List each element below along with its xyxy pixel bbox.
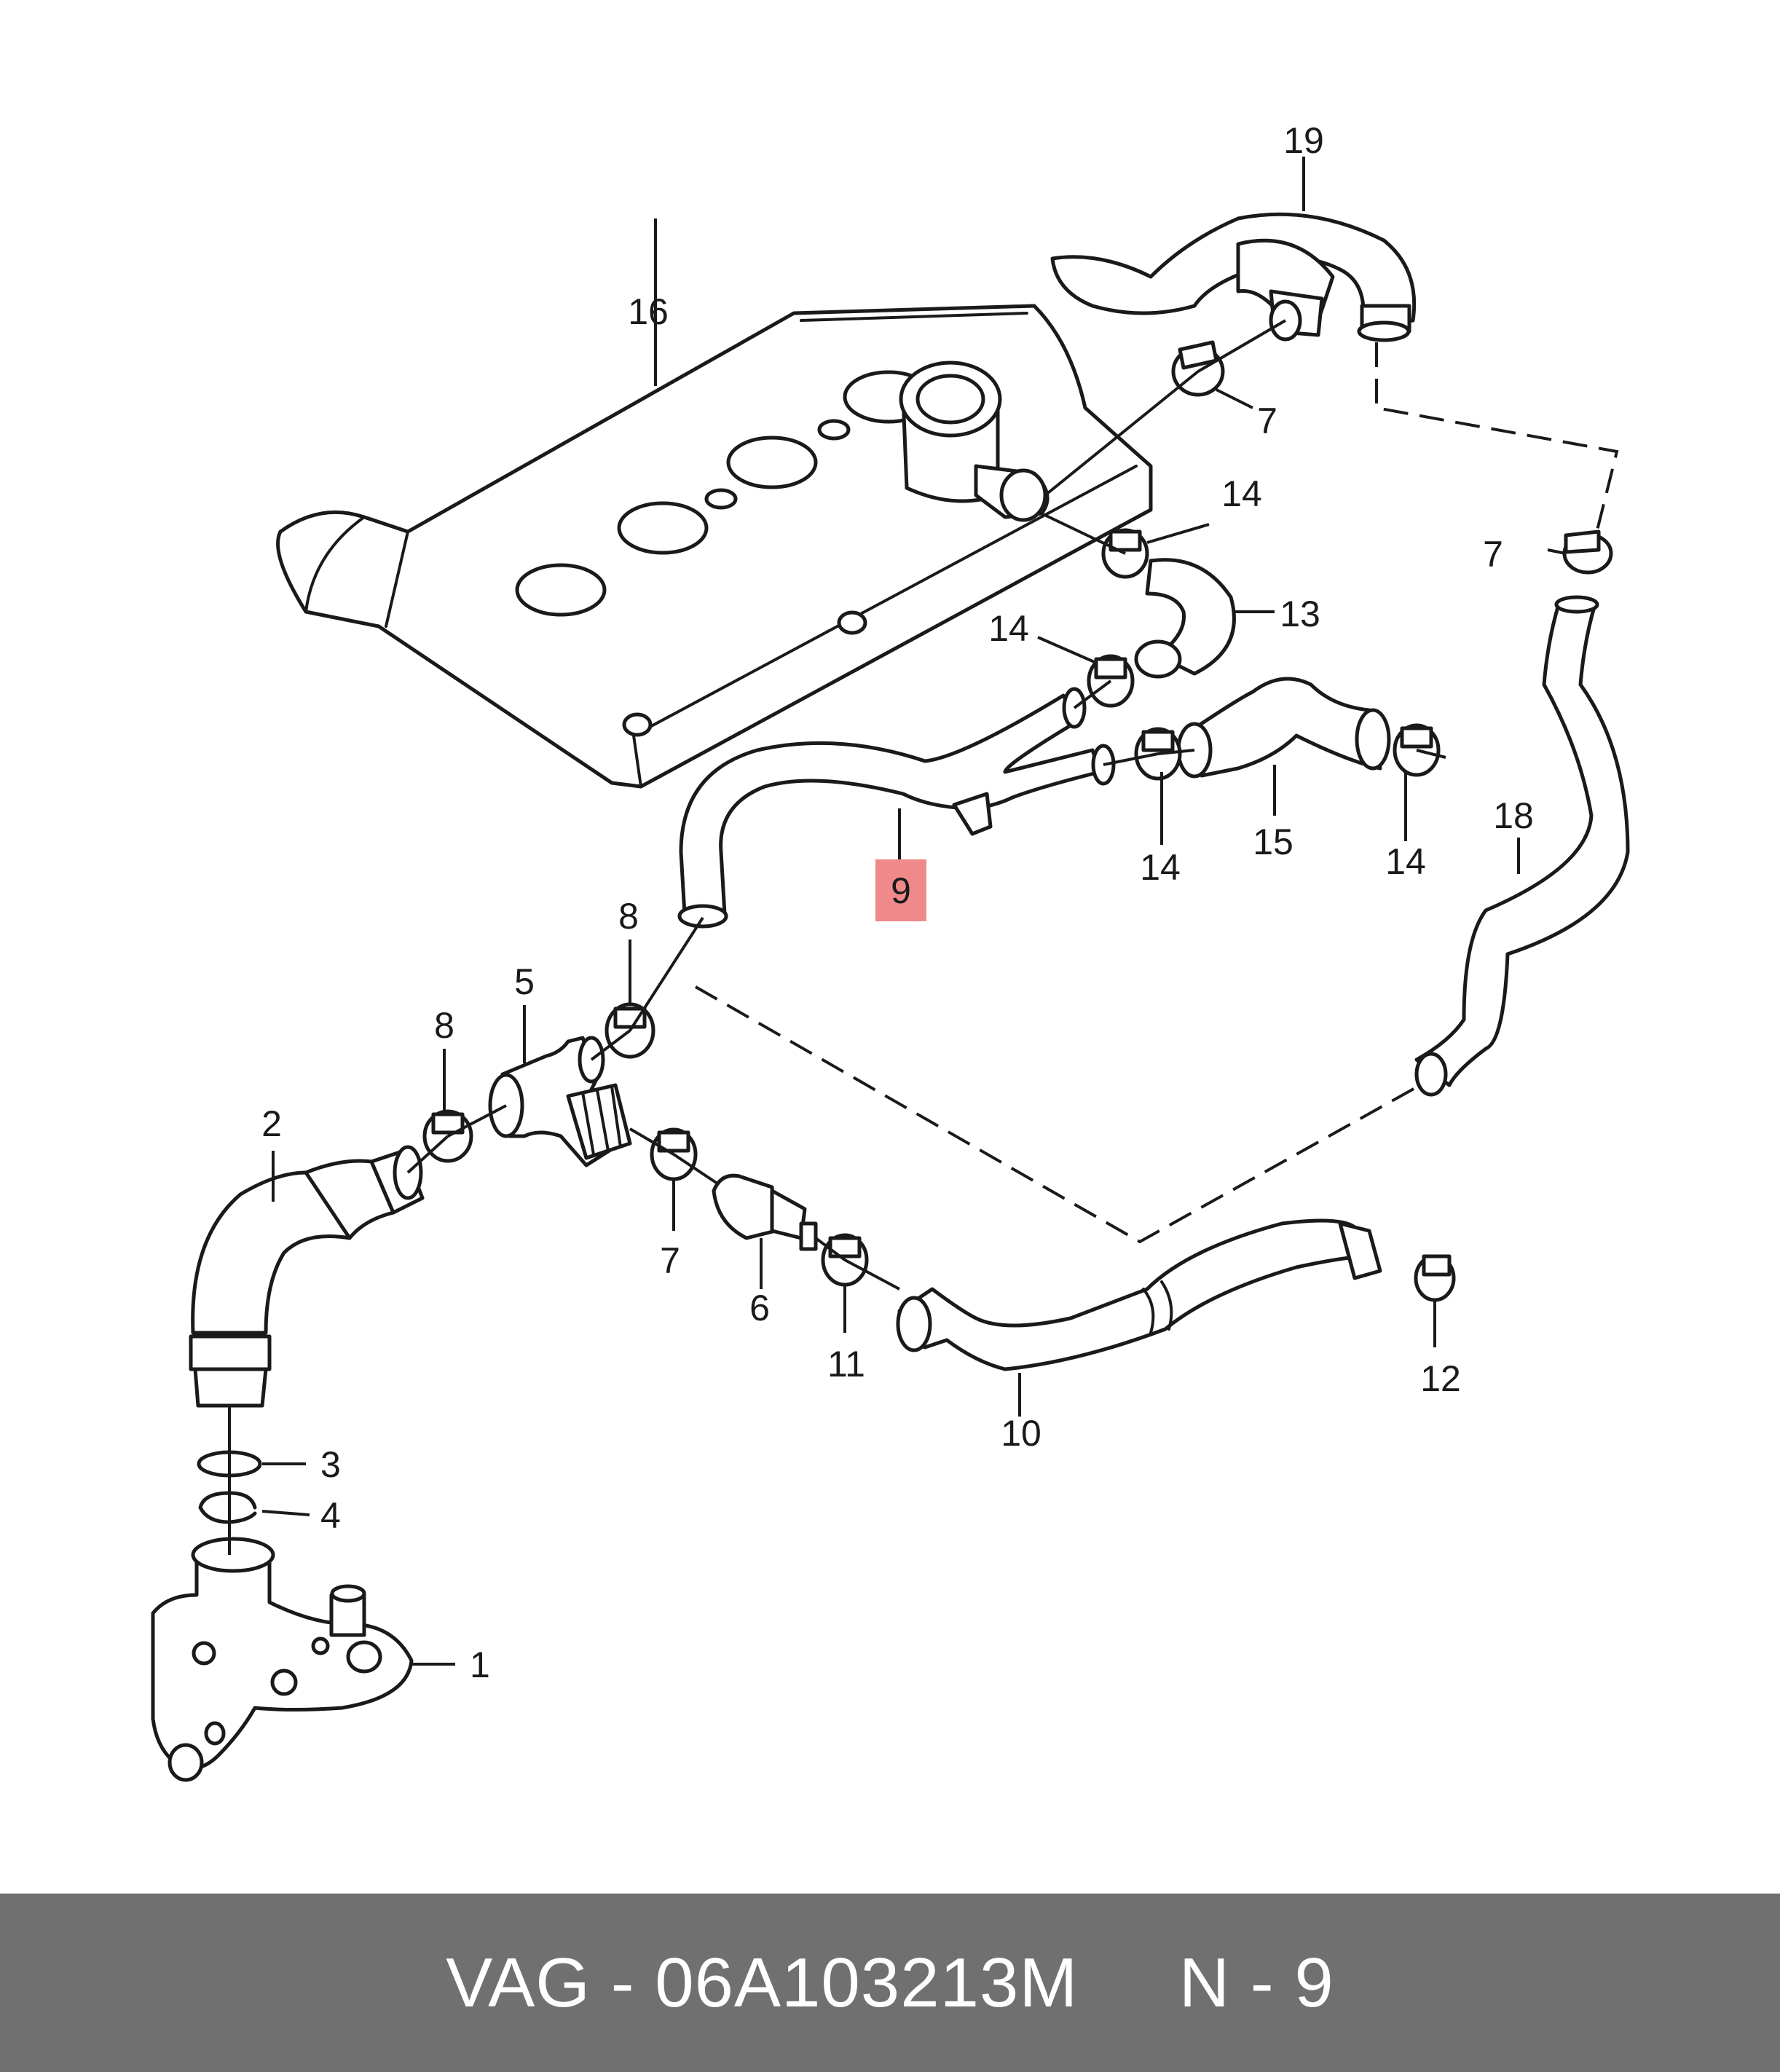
connection-lines [228, 319, 1446, 1555]
callout-5: 5 [514, 961, 535, 1002]
callout-14-bottom: 14 [1140, 847, 1181, 888]
valve-6 [712, 1173, 818, 1251]
callout-7-right: 7 [1483, 534, 1503, 575]
highlight-box [875, 859, 926, 921]
clamp-12 [1414, 1254, 1456, 1302]
callout-14-top: 14 [1221, 473, 1262, 514]
parts-diagram: 16 19 7 7 14 13 14 14 15 14 18 9 8 5 8 2… [151, 120, 1630, 1782]
callout-16: 16 [628, 291, 669, 332]
callout-8-upper: 8 [618, 896, 639, 937]
breather-hose-19 [1050, 212, 1417, 342]
housing-1 [151, 1537, 414, 1782]
circlip-4 [198, 1491, 257, 1524]
callout-7-bottom: 7 [660, 1240, 680, 1281]
callout-8-lower: 8 [434, 1005, 454, 1046]
callout-11: 11 [827, 1344, 865, 1384]
hose-15 [1176, 677, 1391, 779]
callout-leaders [261, 157, 1567, 1666]
hose-10 [896, 1218, 1382, 1371]
t-piece-5 [488, 1036, 632, 1167]
callout-18: 18 [1493, 795, 1534, 836]
hose-18 [1414, 595, 1630, 1097]
hose-13 [1134, 558, 1236, 679]
callout-15: 15 [1253, 822, 1293, 862]
valve-cover [276, 304, 1153, 789]
clamp-7c [650, 1127, 698, 1181]
part-number-footer: VAG - 06A103213M N - 9 [0, 1894, 1780, 2072]
dashed-lines [695, 342, 1619, 1244]
callout-10: 10 [1001, 1413, 1041, 1454]
callout-labels: 16 19 7 7 14 13 14 14 15 14 18 9 8 5 8 2… [261, 120, 1534, 1685]
part-number-label: VAG - 06A103213M N - 9 [446, 1943, 1334, 2022]
callout-9: 9 [891, 870, 911, 911]
callout-4: 4 [320, 1495, 341, 1536]
callout-19: 19 [1283, 120, 1324, 161]
callout-1: 1 [470, 1644, 490, 1685]
callout-14-left: 14 [988, 608, 1029, 649]
callout-7-top: 7 [1257, 401, 1277, 441]
hose-2 [189, 1145, 425, 1408]
callout-12: 12 [1420, 1358, 1461, 1399]
callout-6: 6 [749, 1288, 770, 1328]
callout-13: 13 [1280, 594, 1320, 634]
callout-3: 3 [320, 1444, 341, 1485]
callout-14-right: 14 [1385, 841, 1426, 882]
callout-2: 2 [261, 1103, 282, 1144]
clamp-7b [1562, 529, 1613, 575]
